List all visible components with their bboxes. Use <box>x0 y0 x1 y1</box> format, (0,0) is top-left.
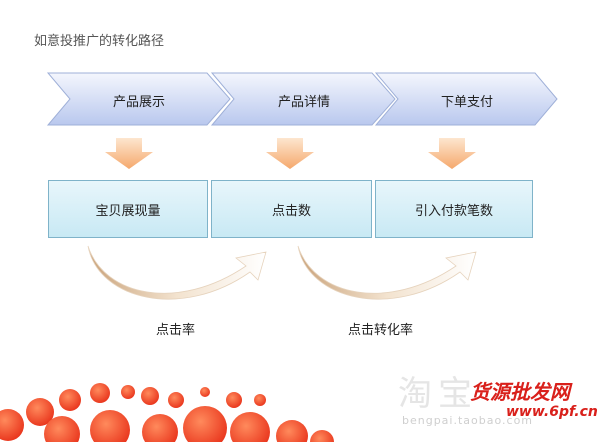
stage-label-2: 产品详情 <box>277 95 330 110</box>
down-arrow-3 <box>428 138 476 169</box>
metric-box-1: 宝贝展现量 <box>48 180 208 238</box>
metric-box-2: 点击数 <box>211 180 372 238</box>
down-arrow-2 <box>266 138 314 169</box>
metric-label-3: 引入付款笔数 <box>414 203 493 219</box>
watermark-url: bengpai.taobao.com <box>402 414 534 427</box>
metric-label-2: 点击数 <box>271 203 311 219</box>
watermark-site: www.6pf.cn <box>506 404 598 420</box>
down-arrow-1 <box>105 138 153 169</box>
metric-label-1: 宝贝展现量 <box>95 203 161 219</box>
curved-arrow-1 <box>87 245 267 300</box>
watermark-taobao: 淘宝 <box>398 374 478 414</box>
metric-box-3: 引入付款笔数 <box>375 180 533 238</box>
chevron-stage-2 <box>210 72 396 126</box>
chevron-stage-1 <box>46 72 231 126</box>
decorative-bubbles <box>0 383 334 442</box>
diagram-title: 如意投推广的转化路径 <box>34 34 165 49</box>
watermark-brand: 货源批发网 <box>470 380 570 404</box>
stage-label-3: 下单支付 <box>440 95 493 110</box>
curved-arrow-2 <box>297 245 477 300</box>
rate-label-2: 点击转化率 <box>348 323 414 338</box>
rate-label-1: 点击率 <box>156 323 196 338</box>
chevron-stage-3 <box>374 72 558 126</box>
stage-label-1: 产品展示 <box>112 95 165 110</box>
